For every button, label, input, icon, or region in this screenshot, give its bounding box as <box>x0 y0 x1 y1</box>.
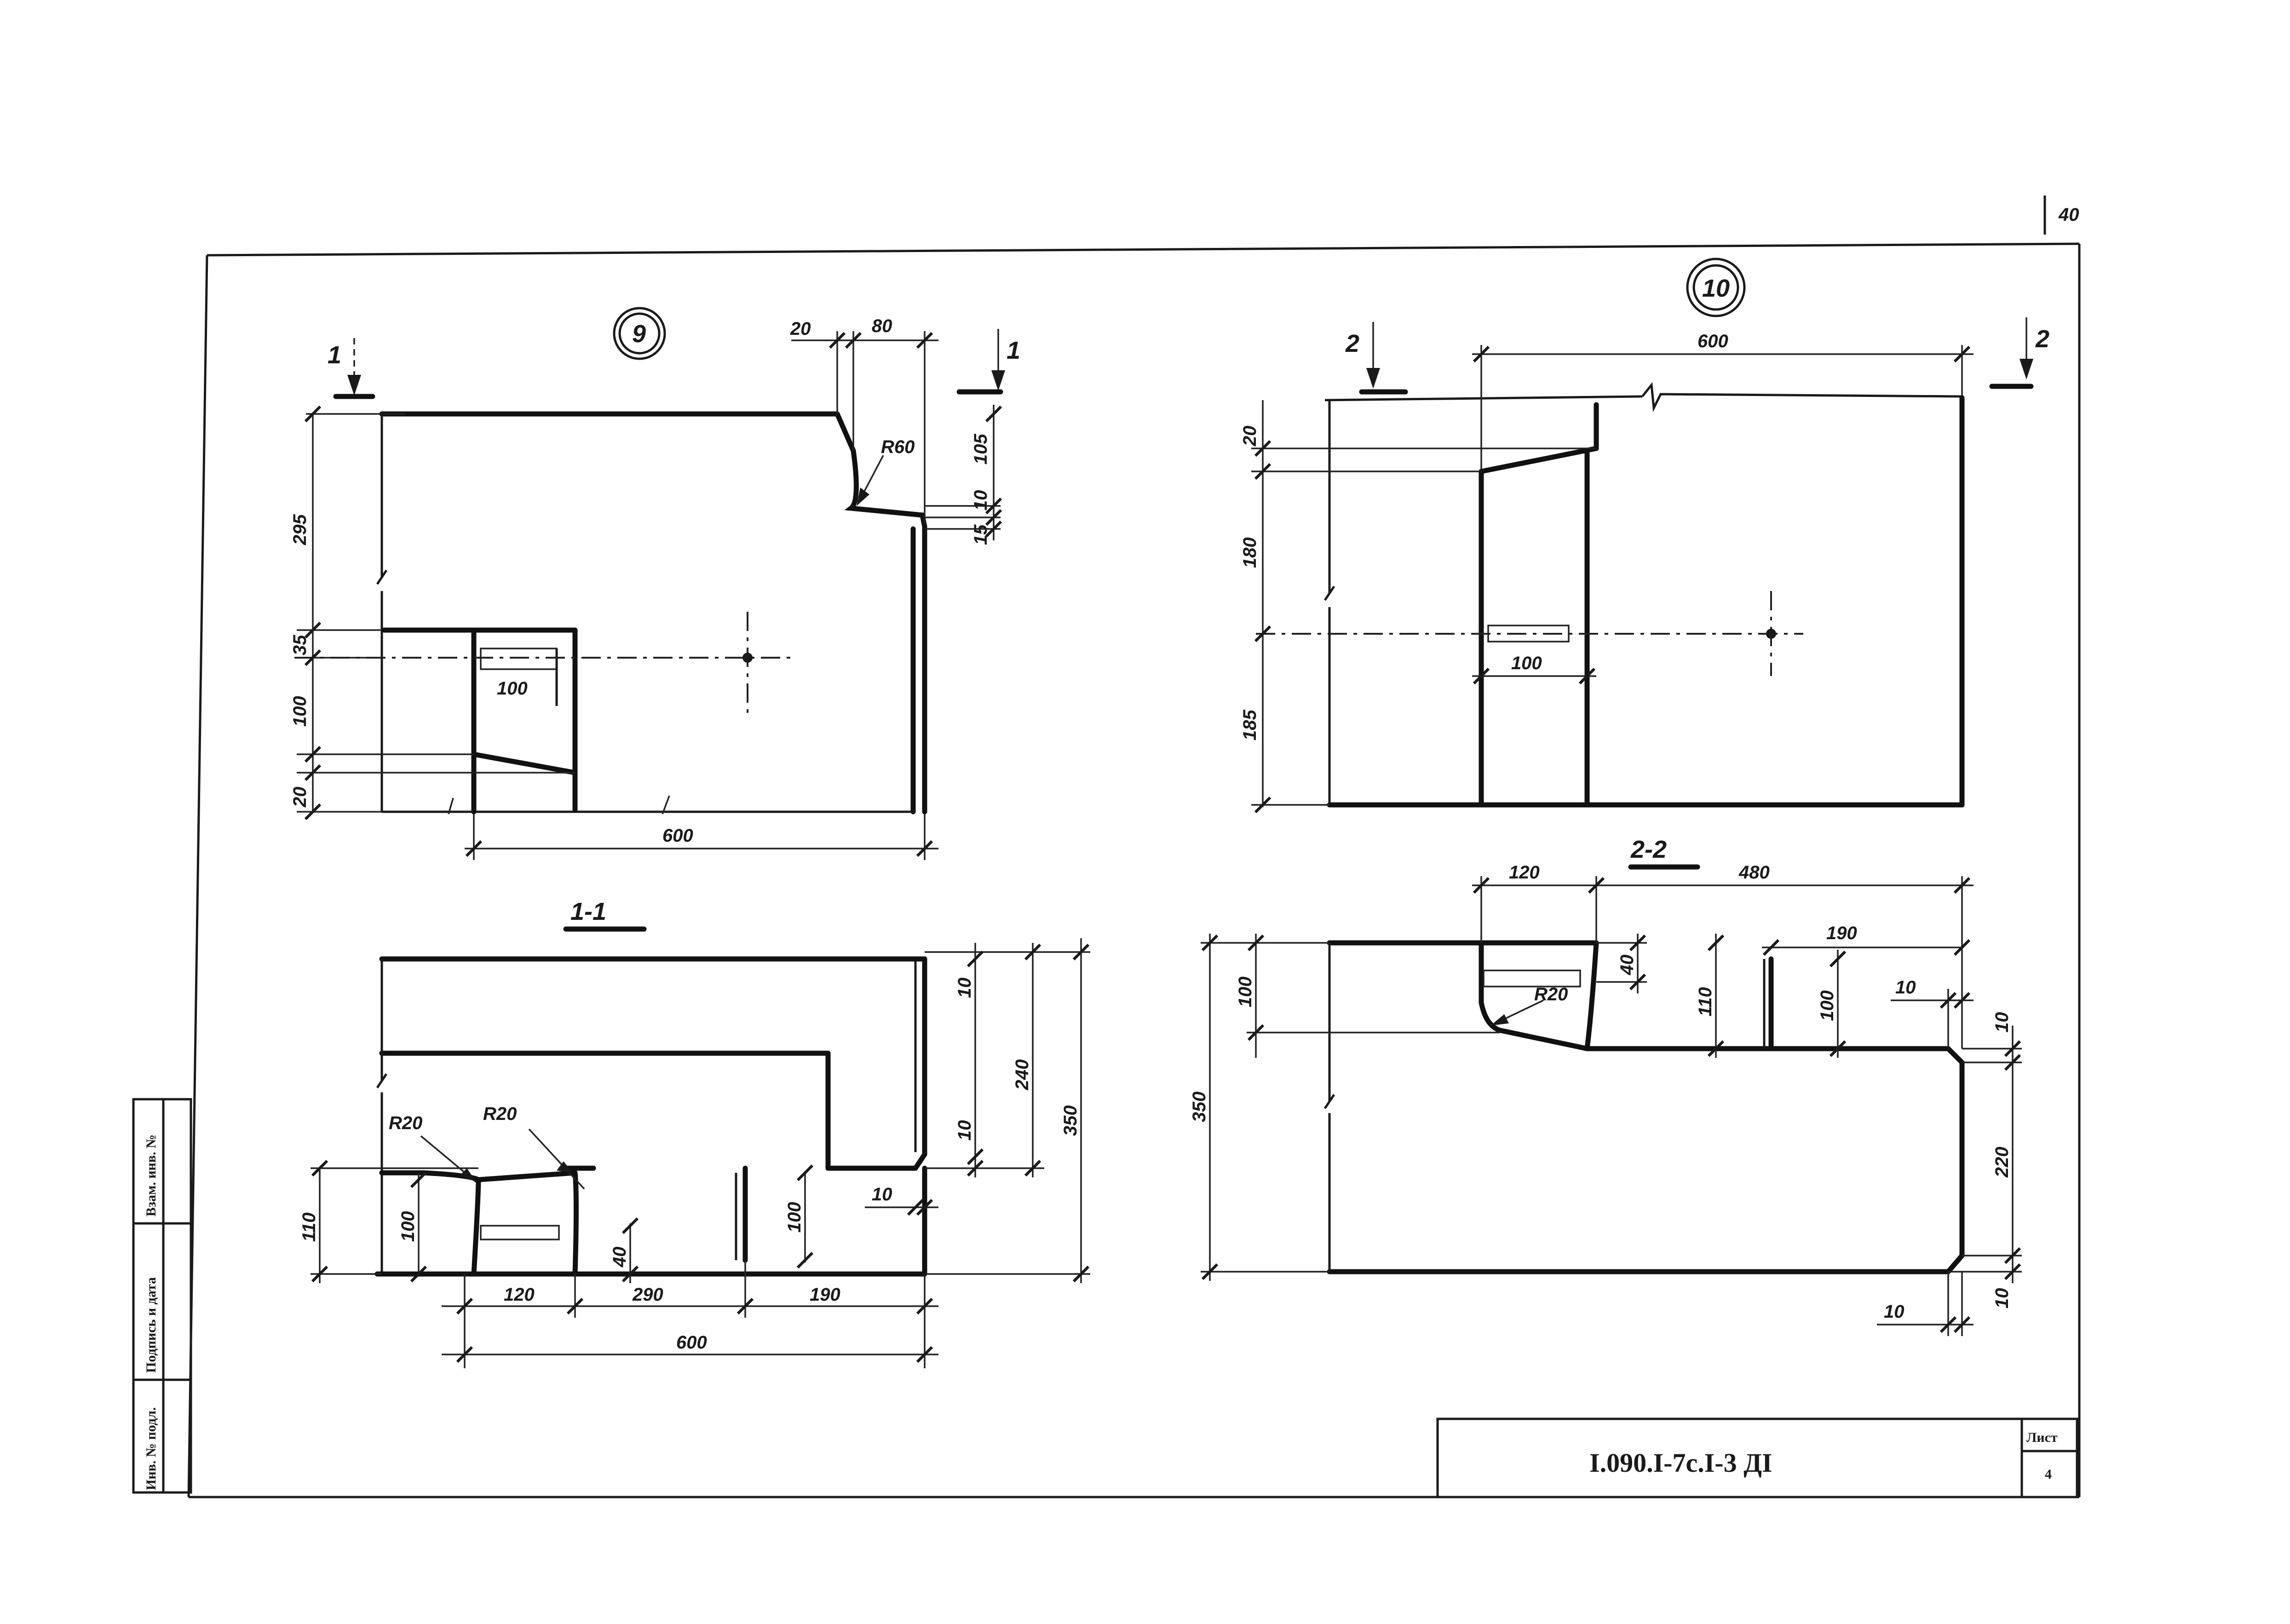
s11-dim-100-left: 100 <box>398 1211 418 1242</box>
s22-dim-220: 220 <box>1992 1147 2012 1178</box>
s11-dim-10-mid: 10 <box>955 1120 975 1141</box>
n9-dim-600: 600 <box>662 826 693 846</box>
stamp-cell-signature: Подпись и дата <box>144 1277 159 1373</box>
s11-dim-r20-right: R20 <box>483 1104 517 1124</box>
s22-dim-10-top-horiz: 10 <box>1895 977 1916 998</box>
section-2-2-title: 2-2 <box>1630 836 1667 863</box>
sheet-frame <box>187 195 2081 1498</box>
s11-dim-100-right: 100 <box>784 1202 805 1233</box>
section-2-label-right: 2 <box>2035 325 2049 353</box>
page-number: 40 <box>2058 205 2079 225</box>
section-2-2-drawing <box>1201 864 2022 1336</box>
n9-dim-20: 20 <box>790 319 811 339</box>
n9-dim-20-bottom: 20 <box>290 787 310 808</box>
s11-dim-110: 110 <box>299 1212 319 1242</box>
s22-dim-10-bottom-horiz: 10 <box>1884 1302 1904 1322</box>
s22-dim-110: 110 <box>1695 987 1715 1016</box>
sheet-number: 4 <box>2045 1467 2052 1482</box>
sheet-label: Лист <box>2026 1430 2058 1445</box>
s22-dim-100-left: 100 <box>1235 976 1255 1007</box>
n9-dim-10: 10 <box>971 490 991 511</box>
s22-dim-10-right-bottom: 10 <box>1992 1288 2012 1309</box>
section-1-label-left: 1 <box>328 341 341 369</box>
section-1-1-drawing <box>311 926 1090 1368</box>
s11-dim-190: 190 <box>810 1285 840 1305</box>
stamp-cell-inventory: Инв. № подл. <box>144 1407 159 1490</box>
n9-dim-80: 80 <box>872 316 892 336</box>
s22-dim-120: 120 <box>1509 862 1540 883</box>
s22-dim-r20: R20 <box>1534 984 1568 1004</box>
n9-dim-r60: R60 <box>881 437 915 457</box>
s11-dim-r20-left: R20 <box>389 1113 422 1133</box>
s22-dim-10-right-top: 10 <box>1992 1012 2012 1033</box>
node-marker-circle <box>1686 258 1746 317</box>
side-stamp <box>132 1098 192 1494</box>
n9-dim-295: 295 <box>290 514 310 545</box>
n10-dim-180: 180 <box>1240 537 1260 568</box>
s11-dim-10-top: 10 <box>955 978 975 999</box>
s11-dim-10-horiz: 10 <box>872 1184 892 1205</box>
s11-dim-40: 40 <box>610 1247 630 1268</box>
n10-dim-100: 100 <box>1511 653 1542 673</box>
s22-dim-190: 190 <box>1826 923 1857 943</box>
s22-dim-100-box: 100 <box>1817 990 1837 1021</box>
section-1-label-right: 1 <box>1007 337 1020 364</box>
s11-dim-600: 600 <box>676 1332 707 1353</box>
s22-dim-40: 40 <box>1617 955 1637 976</box>
s11-dim-290: 290 <box>632 1285 663 1305</box>
node-9-marker: 9 <box>632 320 646 348</box>
node-10-marker: 10 <box>1702 275 1730 302</box>
n9-dim-100-left: 100 <box>290 696 310 727</box>
title-block <box>1436 1417 2078 1498</box>
n10-dim-185: 185 <box>1240 710 1260 740</box>
document-code: I.090.I-7c.I-3 ДI <box>1589 1448 1772 1478</box>
section-2-label-left: 2 <box>1345 330 1359 357</box>
s11-dim-240: 240 <box>1012 1059 1032 1090</box>
node-10-drawing <box>1251 258 2034 812</box>
n9-dim-15: 15 <box>971 524 991 545</box>
s22-dim-350: 350 <box>1189 1091 1209 1122</box>
n9-dim-35: 35 <box>290 635 310 655</box>
s22-dim-480: 480 <box>1738 862 1770 883</box>
s11-dim-120: 120 <box>504 1285 535 1305</box>
n9-dim-100-pocket: 100 <box>497 678 528 699</box>
n10-dim-20: 20 <box>1240 426 1260 447</box>
section-1-1-title: 1-1 <box>570 898 606 925</box>
n9-dim-105: 105 <box>971 434 991 465</box>
node-9-drawing <box>294 307 1005 860</box>
n10-dim-600: 600 <box>1697 331 1728 351</box>
stamp-cell-replacement: Взам. инв. № <box>144 1135 159 1217</box>
node-marker-circle <box>613 307 666 360</box>
s11-dim-350: 350 <box>1060 1105 1081 1136</box>
